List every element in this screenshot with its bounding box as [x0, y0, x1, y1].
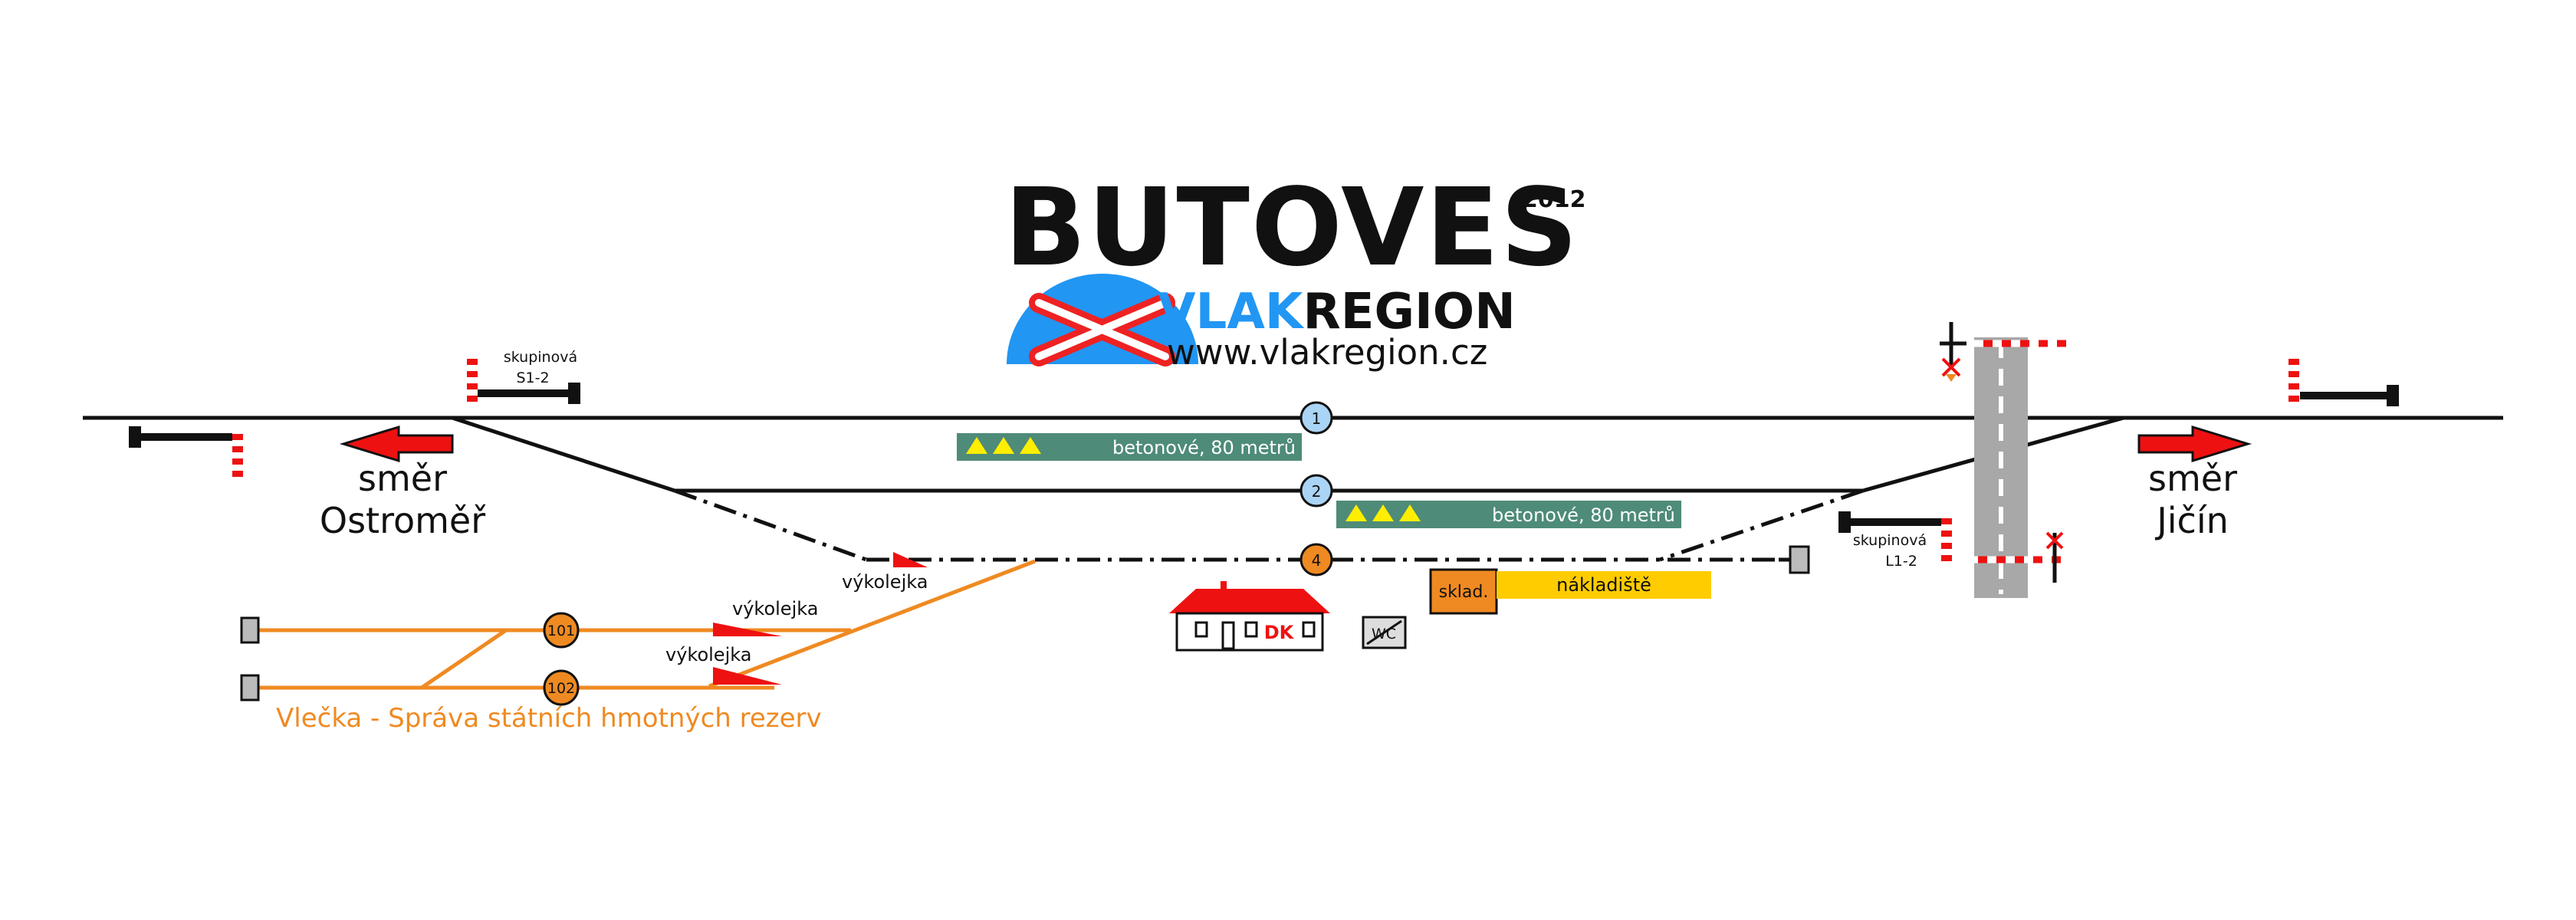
crossing-logo-icon	[1007, 274, 1198, 366]
direction-label-east: směr	[2148, 458, 2237, 499]
svg-text:101: 101	[547, 623, 575, 639]
platform-label: betonové, 80 metrů	[1492, 504, 1675, 526]
track-badge-4: 4	[1300, 543, 1333, 577]
track-badge-2: 2	[1300, 474, 1333, 508]
buffer-stop-101	[240, 616, 260, 644]
brand-region: REGION	[1303, 284, 1515, 340]
platform-1: betonové, 80 metrů	[957, 433, 1302, 461]
buffer-stop-102	[240, 674, 260, 702]
crossing-barrier-top	[1940, 322, 2070, 382]
toilet-icon: WC	[1362, 616, 1407, 649]
brand-name: VLAKREGION	[1158, 284, 1516, 340]
brand-vlak: VLAK	[1158, 284, 1305, 340]
platform-label: betonové, 80 metrů	[1112, 437, 1296, 458]
crossing-barrier-bottom	[1969, 531, 2070, 583]
siding-label: Vlečka - Správa státních hmotných rezerv	[276, 703, 822, 734]
derailer-label: výkolejka	[842, 571, 928, 593]
signal-group-east: skupinová L1-2	[1838, 511, 1952, 570]
signal-label: skupinová	[504, 349, 577, 366]
arrow-west-icon	[339, 425, 454, 463]
direction-label-east: Jičín	[2154, 500, 2229, 541]
year-label: 2012	[1522, 186, 1586, 213]
signal-group-west: skupinová S1-2	[467, 349, 580, 404]
level-crossing-road	[1974, 337, 2028, 598]
track-4-west-link	[674, 488, 867, 562]
station-building: DK	[1169, 581, 1330, 652]
track-badge-1: 1	[1300, 401, 1333, 435]
derailer-icon	[713, 667, 782, 685]
svg-text:sklad.: sklad.	[1439, 583, 1489, 602]
track-badge-102: 102	[543, 669, 580, 706]
platform-marker-icon	[1346, 504, 1421, 521]
svg-text:4: 4	[1312, 551, 1322, 570]
building-label: DK	[1264, 622, 1295, 643]
derailer-icon	[713, 623, 782, 636]
buffer-stop-track-4	[1779, 545, 1810, 574]
svg-text:2: 2	[1312, 482, 1322, 501]
loading-area: nákladiště	[1497, 571, 1711, 599]
direction-label-west: Ostroměř	[320, 500, 486, 541]
track-4-east-link	[1659, 488, 1864, 562]
warehouse: sklad.	[1429, 568, 1498, 615]
platform-2: betonové, 80 metrů	[1336, 501, 1681, 528]
svg-text:nákladiště: nákladiště	[1556, 574, 1651, 596]
track-badge-101: 101	[543, 612, 580, 649]
signal-label: skupinová	[1853, 532, 1927, 549]
switch-west	[452, 416, 675, 493]
derailer-label: výkolejka	[732, 598, 818, 619]
website-url: www.vlakregion.cz	[1167, 332, 1487, 373]
derailer-icon	[893, 552, 928, 567]
logo: BUTOVES 2012 VLAKREGION www.vlakregion.c…	[1004, 166, 1586, 373]
tracks	[83, 416, 2503, 562]
svg-text:1: 1	[1312, 409, 1322, 428]
signal-label: L1-2	[1885, 553, 1917, 570]
station-title: BUTOVES	[1004, 166, 1579, 291]
derailer-label: výkolejka	[665, 644, 751, 665]
signal-west-main	[129, 426, 243, 483]
direction-label-west: směr	[358, 458, 447, 499]
arrow-east-icon	[2137, 425, 2252, 463]
svg-text:102: 102	[547, 680, 575, 697]
platform-marker-icon	[966, 437, 1041, 454]
signal-east-main	[2288, 353, 2399, 406]
signal-label: S1-2	[516, 370, 549, 386]
